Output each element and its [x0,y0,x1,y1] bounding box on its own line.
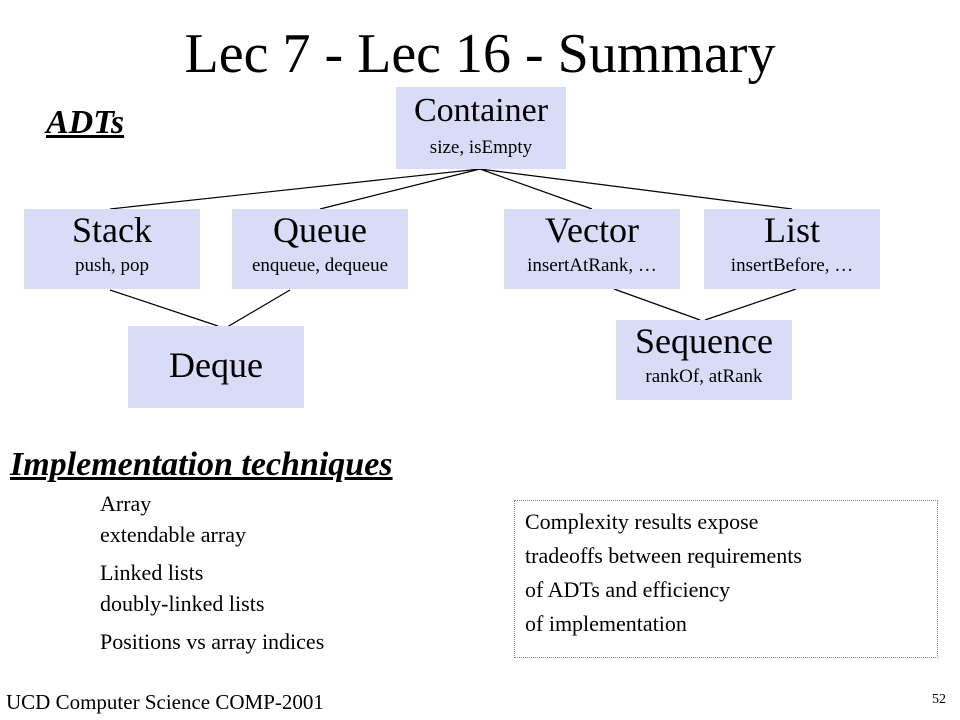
node-list: List insertBefore, … [704,209,880,289]
node-sequence: Sequence rankOf, atRank [616,320,792,400]
adts-heading: ADTs [46,104,125,141]
edge-container-stack [109,168,481,210]
node-vector: Vector insertAtRank, … [504,209,680,289]
node-sequence-name: Sequence [635,321,773,361]
complexity-note: Complexity results expose tradeoffs betw… [514,500,938,658]
edge-container-queue [319,168,481,210]
node-container-ops: size, isEmpty [429,137,533,158]
edge-container-vector [479,168,593,210]
edge-container-list [479,168,793,210]
node-queue-ops: enqueue, dequeue [251,255,389,276]
node-vector-ops: insertAtRank, … [527,255,657,276]
edge-list-sequence [704,288,797,321]
node-list-ops: insertBefore, … [730,255,854,276]
note-line: Complexity results expose [525,509,759,534]
node-stack: Stack push, pop [24,209,200,289]
node-stack-name: Stack [72,210,152,250]
impl-item: doubly-linked lists [100,591,265,616]
note-line: of ADTs and efficiency [525,577,731,602]
page-number: 52 [932,692,946,707]
node-container-name: Container [413,92,549,129]
node-deque-name: Deque [169,345,263,385]
impl-item: extendable array [100,522,246,547]
node-queue-name: Queue [273,210,367,250]
impl-item: Positions vs array indices [100,629,325,654]
footer-course: UCD Computer Science COMP-2001 [6,690,324,714]
impl-item: Linked lists [100,560,204,585]
note-line: tradeoffs between requirements [525,543,802,568]
edge-vector-sequence [613,288,701,321]
node-deque: Deque [128,326,304,408]
edge-queue-deque [221,289,291,331]
node-vector-name: Vector [545,210,639,250]
impl-item: Array [100,491,152,516]
node-queue: Queue enqueue, dequeue [232,209,408,289]
implementation-heading: Implementation techniques [10,446,393,483]
node-container: Container size, isEmpty [396,87,566,169]
node-list-name: List [763,210,820,250]
node-stack-ops: push, pop [75,255,149,276]
edge-stack-deque [109,289,219,327]
node-sequence-ops: rankOf, atRank [645,366,763,387]
note-line: of implementation [525,611,687,636]
slide-title: Lec 7 - Lec 16 - Summary [184,23,776,85]
